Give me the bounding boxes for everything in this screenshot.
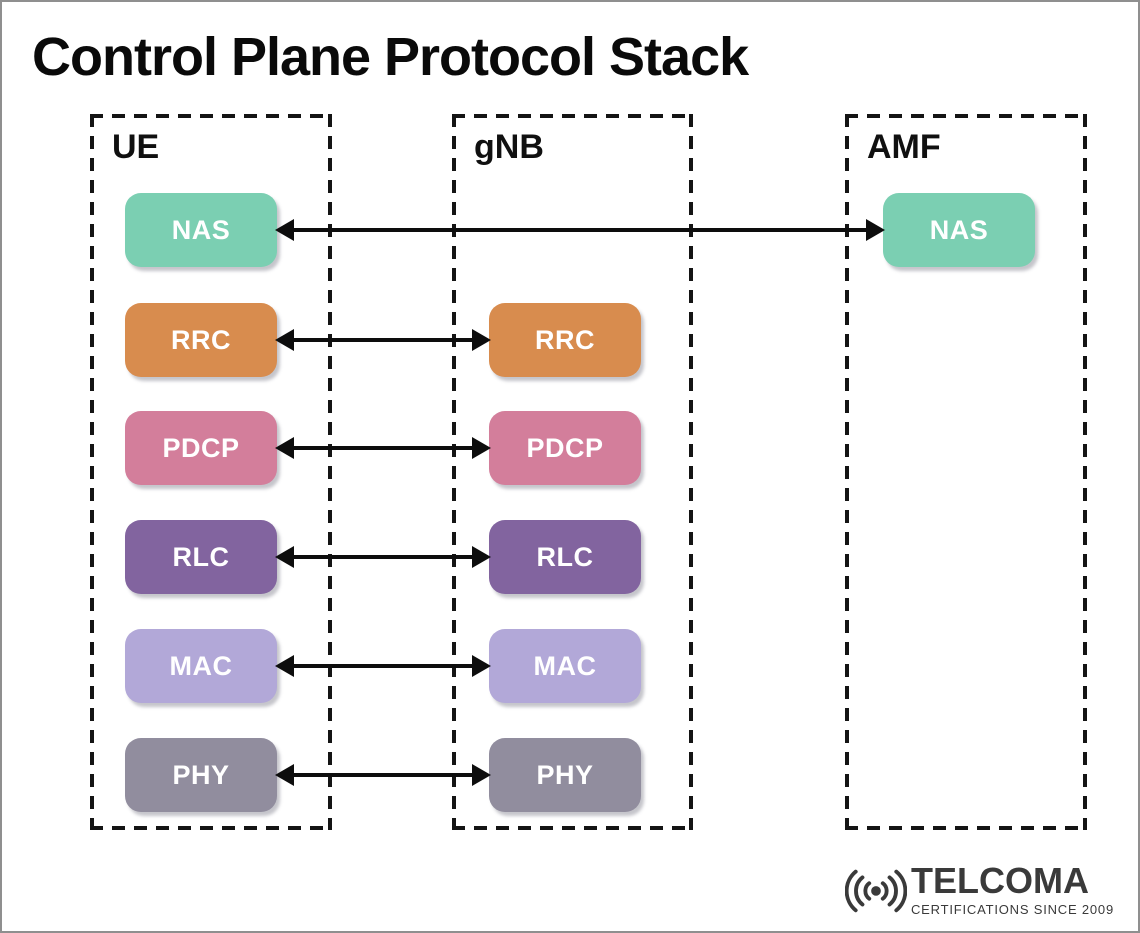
gnb-mac-box: MAC: [489, 629, 641, 703]
page-title: Control Plane Protocol Stack: [32, 27, 749, 87]
gnb-pdcp-box: PDCP: [489, 411, 641, 485]
arrow-line: [289, 228, 871, 232]
arrowhead-right-icon: [472, 329, 491, 351]
arrow-line: [289, 446, 477, 450]
telcoma-logo: TELCOMA CERTIFICATIONS SINCE 2009: [844, 860, 1114, 919]
column-gnb-label: gNB: [474, 128, 544, 166]
ue-mac-box: MAC: [125, 629, 277, 703]
column-ue-label: UE: [112, 128, 160, 166]
arrow-line: [289, 773, 477, 777]
radio-signal-icon: [844, 869, 907, 913]
amf-nas-box: NAS: [883, 193, 1035, 267]
ue-rrc-box: RRC: [125, 303, 277, 377]
gnb-phy-box: PHY: [489, 738, 641, 812]
logo-tagline: CERTIFICATIONS SINCE 2009: [910, 902, 1114, 917]
arrowhead-right-icon: [472, 437, 491, 459]
arrow-line: [289, 664, 477, 668]
gnb-rlc-box: RLC: [489, 520, 641, 594]
arrowhead-right-icon: [472, 546, 491, 568]
ue-pdcp-box: PDCP: [125, 411, 277, 485]
arrow-mac-ue-gnb: [275, 655, 491, 677]
arrowhead-right-icon: [472, 655, 491, 677]
arrowhead-left-icon: [275, 764, 294, 786]
arrow-nas-ue-amf: [275, 219, 885, 241]
arrowhead-right-icon: [472, 764, 491, 786]
logo-brand: TELCOMA: [910, 860, 1089, 901]
arrow-rrc-ue-gnb: [275, 329, 491, 351]
gnb-rrc-box: RRC: [489, 303, 641, 377]
arrowhead-left-icon: [275, 437, 294, 459]
arrowhead-left-icon: [275, 655, 294, 677]
arrow-phy-ue-gnb: [275, 764, 491, 786]
arrow-rlc-ue-gnb: [275, 546, 491, 568]
ue-phy-box: PHY: [125, 738, 277, 812]
logo-text-block: TELCOMA CERTIFICATIONS SINCE 2009: [910, 860, 1114, 918]
arrowhead-left-icon: [275, 219, 294, 241]
arrow-line: [289, 555, 477, 559]
arrowhead-left-icon: [275, 329, 294, 351]
arrowhead-right-icon: [866, 219, 885, 241]
ue-rlc-box: RLC: [125, 520, 277, 594]
arrowhead-left-icon: [275, 546, 294, 568]
ue-nas-box: NAS: [125, 193, 277, 267]
arrow-pdcp-ue-gnb: [275, 437, 491, 459]
column-amf-label: AMF: [867, 128, 941, 166]
arrow-line: [289, 338, 477, 342]
